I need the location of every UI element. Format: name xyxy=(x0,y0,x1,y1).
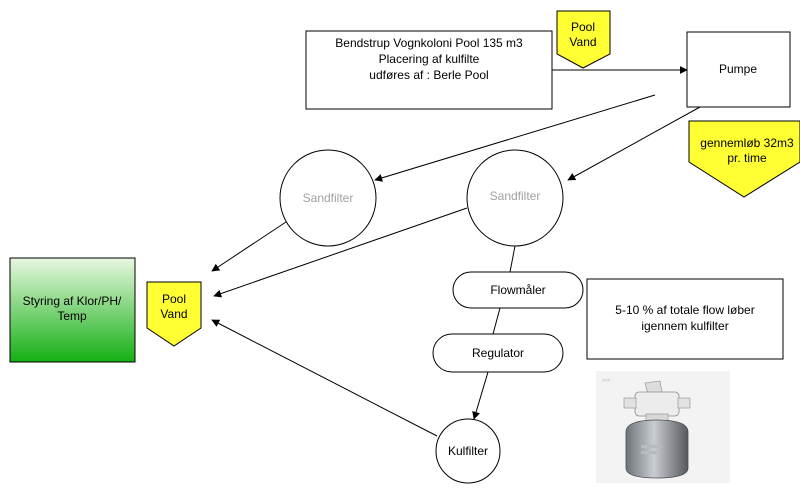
arrow-regulator-to-kulfilter xyxy=(472,371,489,420)
pumpe-label: Pumpe xyxy=(719,62,757,76)
title-line-3: udføres af : Berle Pool xyxy=(369,68,488,82)
info-box: 5-10 % af totale flow løber igennem kulf… xyxy=(586,278,784,360)
sandfilter-left: Sandfilter xyxy=(279,149,377,247)
arrow-sandfilter-left-to-pool xyxy=(211,221,287,272)
sandfilter-right-label: Sandfilter xyxy=(490,189,541,203)
flowmaler-label: Flowmåler xyxy=(490,283,545,297)
arrow-sandfilter-right-to-pool xyxy=(213,207,468,298)
pool-vand-top-line-2: Vand xyxy=(569,35,596,49)
info-line-2: igennem kulfilter xyxy=(641,319,728,333)
regulator-label: Regulator xyxy=(472,346,524,360)
styring-box: Styring af Klor/PH/ Temp xyxy=(9,257,136,363)
kulfilter-label: Kulfilter xyxy=(448,444,488,458)
title-box: Bendstrup Vognkoloni Pool 135 m3 Placeri… xyxy=(305,30,553,110)
pool-vand-badge-top: Pool Vand xyxy=(556,10,611,69)
styring-line-1: Styring af Klor/PH/ xyxy=(23,294,122,308)
pool-vand-mid-line-1: Pool xyxy=(162,292,186,306)
flowmaler-node: Flowmåler xyxy=(452,271,584,309)
pool-vand-badge-mid: Pool Vand xyxy=(146,281,202,347)
title-line-2: Placering af kulfilte xyxy=(379,52,480,66)
regulator-node: Regulator xyxy=(432,333,564,373)
arrow-pumpe-to-sandfilter-left xyxy=(374,94,656,182)
arrow-kulfilter-to-pool xyxy=(211,319,438,437)
info-line-1: 5-10 % af totale flow løber xyxy=(615,303,754,317)
sand-filter-tank-icon: ≈≈≈ xyxy=(596,371,730,483)
flow-badge: gennemløb 32m3 pr. time xyxy=(688,120,800,198)
pool-vand-mid-line-2: Vand xyxy=(160,307,187,321)
arrow-pumpe-to-sandfilter-right xyxy=(567,106,701,181)
pumpe-box: Pumpe xyxy=(686,31,791,108)
flow-badge-line-2: pr. time xyxy=(727,151,767,165)
flow-badge-line-1: gennemløb 32m3 xyxy=(700,136,794,150)
sandfilter-left-label: Sandfilter xyxy=(303,191,354,205)
pool-vand-top-line-1: Pool xyxy=(571,20,595,34)
line-sandfilter-to-flowmaler xyxy=(509,245,516,273)
styring-line-2: Temp xyxy=(57,309,87,323)
photo-logo-mark: ≈≈≈ xyxy=(602,378,610,384)
title-line-1: Bendstrup Vognkoloni Pool 135 m3 xyxy=(335,36,523,50)
kulfilter-node: Kulfilter xyxy=(435,418,501,484)
line-flowmaler-to-regulator xyxy=(492,307,501,335)
connectors xyxy=(211,66,701,437)
sandfilter-right: Sandfilter xyxy=(466,149,564,247)
